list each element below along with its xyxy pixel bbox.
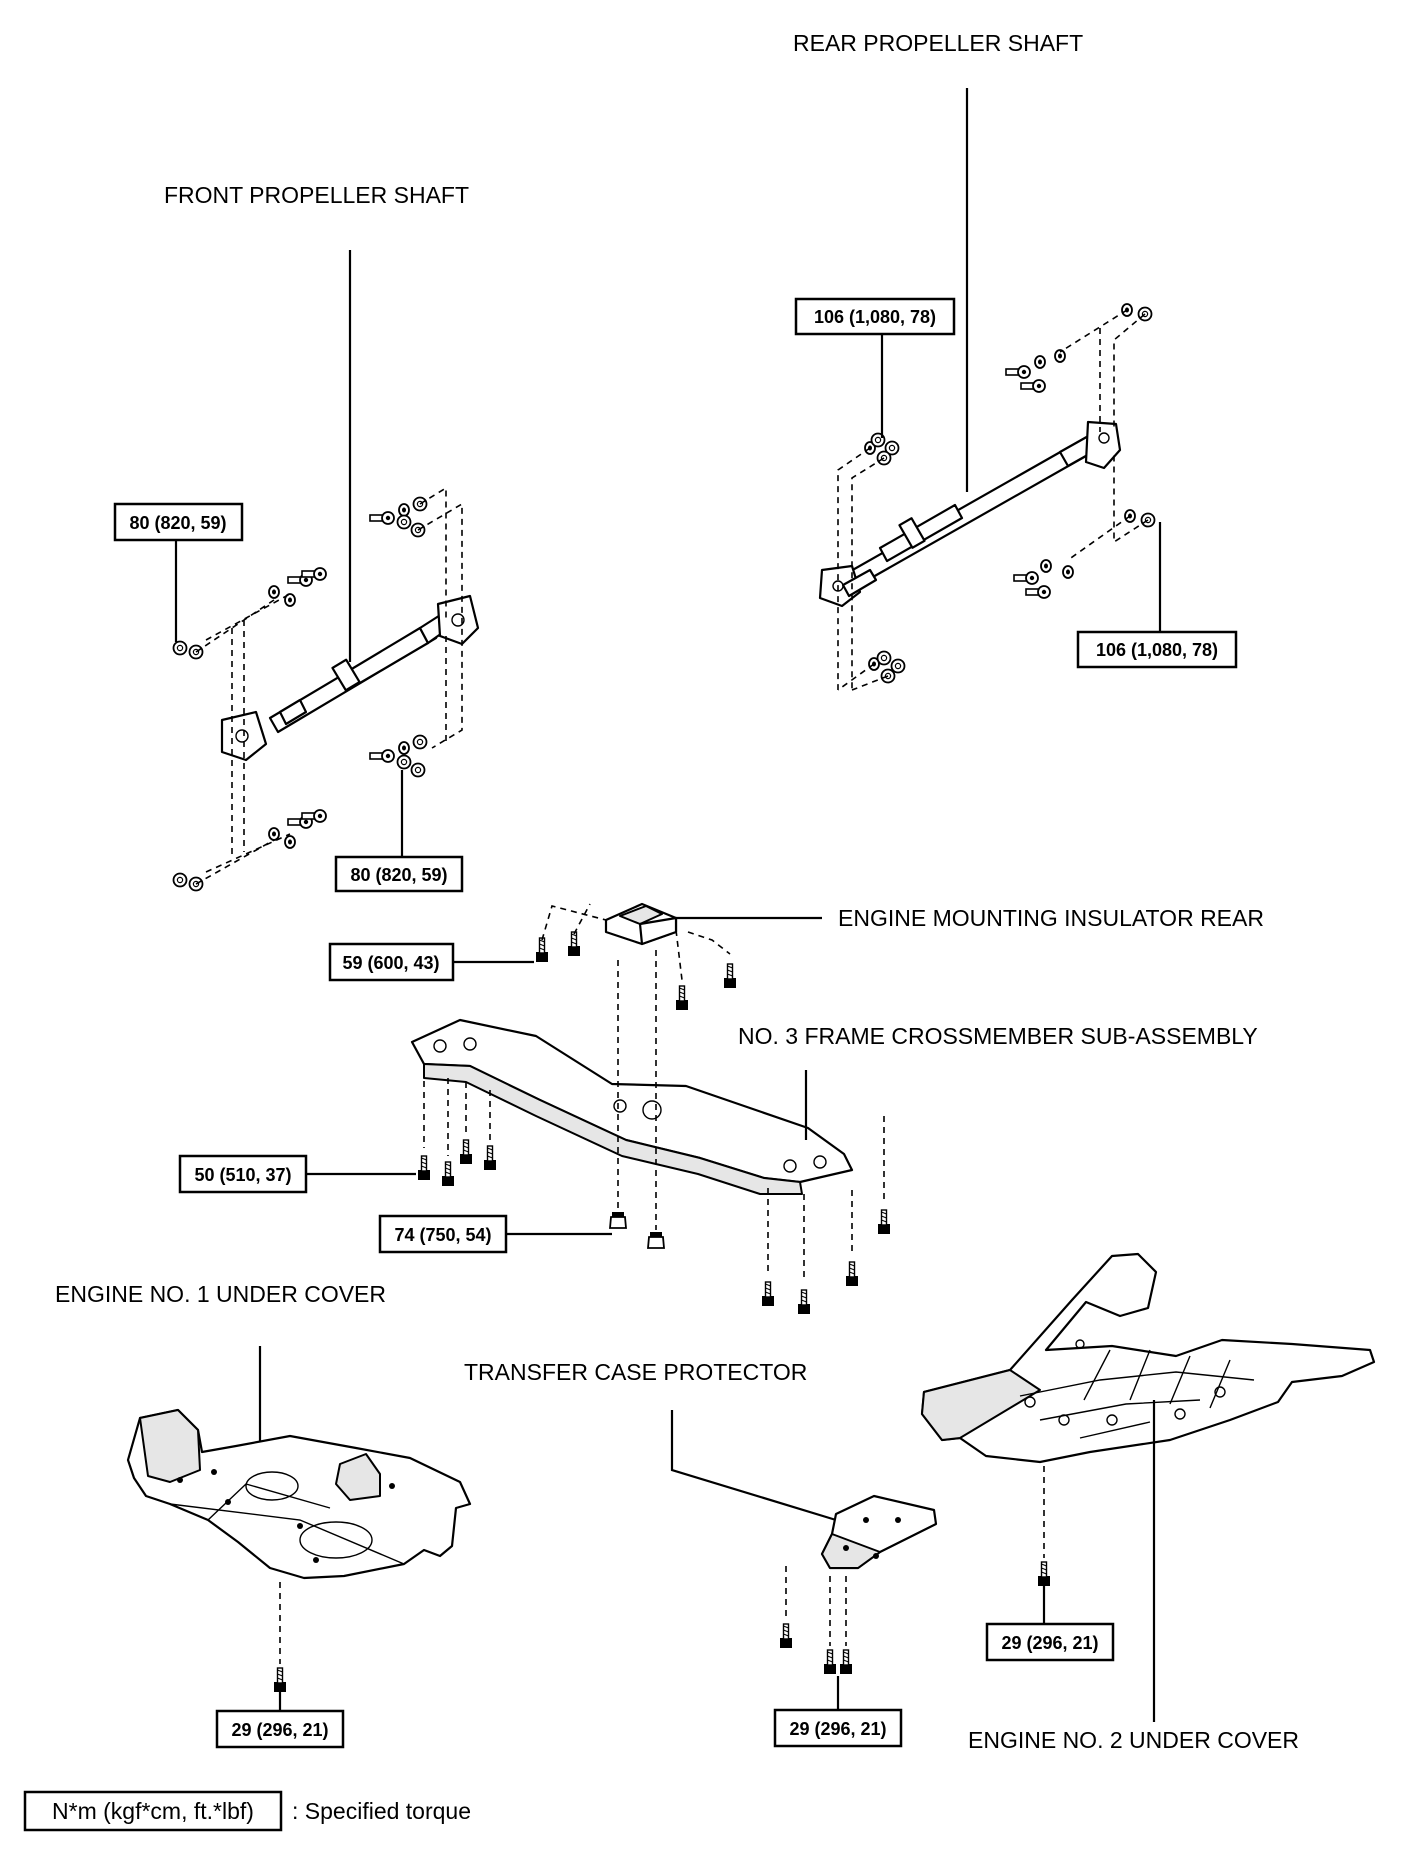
- rear-propeller-shaft-group: [818, 88, 1162, 691]
- engine-no2-under-cover-group: [920, 1252, 1376, 1722]
- transfer-case-protector: [820, 1494, 938, 1570]
- label-front-propeller-shaft: FRONT PROPELLER SHAFT: [164, 182, 469, 208]
- engine-mounting-insulator-rear-group: [450, 902, 822, 1011]
- torque-under-cover-1-bolt: 29 (296, 21): [215, 1709, 345, 1749]
- torque-rear-shaft-rear-flange: 106 (1,080, 78): [1076, 630, 1238, 669]
- svg-text:50 (510, 37): 50 (510, 37): [194, 1165, 291, 1185]
- front-propeller-shaft: [220, 594, 480, 762]
- front-propeller-shaft-group: [172, 250, 480, 892]
- torque-transfer-protector-bolt: 29 (296, 21): [773, 1708, 903, 1748]
- svg-text:74 (750, 54): 74 (750, 54): [394, 1225, 491, 1245]
- label-engine-no2-under-cover: ENGINE NO. 2 UNDER COVER: [968, 1727, 1299, 1753]
- svg-text:29 (296, 21): 29 (296, 21): [1001, 1633, 1098, 1653]
- legend-description: : Specified torque: [292, 1798, 471, 1824]
- legend: N*m (kgf*cm, ft.*lbf) : Specified torque: [23, 1790, 471, 1832]
- svg-text:29 (296, 21): 29 (296, 21): [231, 1720, 328, 1740]
- no3-frame-crossmember: [410, 1018, 854, 1195]
- torque-insulator-bolt: 59 (600, 43): [328, 942, 455, 982]
- svg-text:29 (296, 21): 29 (296, 21): [789, 1719, 886, 1739]
- torque-under-cover-2-bolt: 29 (296, 21): [985, 1622, 1115, 1662]
- label-engine-no1-under-cover: ENGINE NO. 1 UNDER COVER: [55, 1281, 386, 1307]
- engine-mounting-insulator-rear: [604, 902, 678, 946]
- torque-insulator-nut: 74 (750, 54): [378, 1214, 508, 1254]
- svg-text:80 (820, 59): 80 (820, 59): [350, 865, 447, 885]
- transfer-case-protector-group: [670, 1410, 938, 1712]
- torque-front-shaft-front-flange: 80 (820, 59): [113, 502, 244, 542]
- torque-crossmember-bolt: 50 (510, 37): [178, 1154, 308, 1194]
- torque-rear-shaft-front-flange: 106 (1,080, 78): [794, 297, 956, 336]
- label-engine-mounting-insulator-rear: ENGINE MOUNTING INSULATOR REAR: [838, 905, 1264, 931]
- engine-no1-under-cover: [126, 1408, 472, 1580]
- legend-unit: N*m (kgf*cm, ft.*lbf): [52, 1798, 254, 1824]
- label-transfer-case-protector: TRANSFER CASE PROTECTOR: [464, 1359, 807, 1385]
- svg-text:106 (1,080, 78): 106 (1,080, 78): [1096, 640, 1218, 660]
- label-rear-propeller-shaft: REAR PROPELLER SHAFT: [793, 30, 1083, 56]
- legend-box: [23, 1790, 283, 1832]
- torque-front-shaft-rear-flange: 80 (820, 59): [334, 855, 464, 893]
- rear-propeller-shaft: [818, 420, 1122, 608]
- no3-frame-crossmember-group: [306, 950, 891, 1315]
- svg-text:106 (1,080, 78): 106 (1,080, 78): [814, 307, 936, 327]
- engine-no2-under-cover: [920, 1252, 1376, 1464]
- svg-text:59 (600, 43): 59 (600, 43): [342, 953, 439, 973]
- engine-no1-under-cover-group: [126, 1346, 472, 1712]
- label-no3-frame-crossmember: NO. 3 FRAME CROSSMEMBER SUB-ASSEMBLY: [738, 1023, 1258, 1049]
- svg-text:80 (820, 59): 80 (820, 59): [129, 513, 226, 533]
